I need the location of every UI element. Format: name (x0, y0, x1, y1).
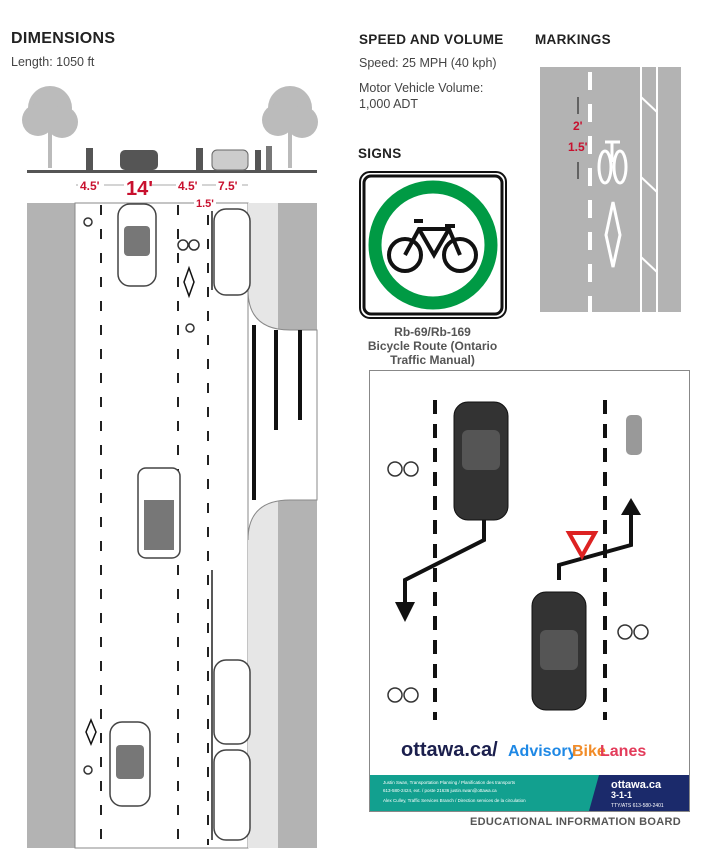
board-tty: TTY/ATS 613-580-2401 (611, 803, 664, 809)
dimensions-title: DIMENSIONS (11, 30, 116, 47)
bicycle-icon (387, 219, 478, 273)
volume-value: 1,000 ADT (359, 97, 419, 111)
marking-gap: 2' (573, 119, 583, 133)
board-url-advisory: Advisory (508, 743, 577, 760)
board-caption: EDUCATIONAL INFORMATION BOARD (470, 816, 681, 828)
sign-caption-line1: Rb-69/Rb-169 (394, 325, 471, 339)
board-url-lanes: Lanes (600, 743, 646, 760)
width-bike-right: 4.5' (178, 179, 198, 193)
board-contact1-phone: 613-580-2424, ext. / poste 21636 justin.… (383, 788, 497, 793)
width-travel: 14' (126, 178, 153, 200)
speed-text: Speed: 25 MPH (40 kph) (359, 56, 497, 70)
width-parking: 7.5' (218, 179, 238, 193)
educational-board: ottawa.ca/ Advisory Bike Lanes Justin Sw… (369, 370, 690, 812)
markings-title: MARKINGS (535, 32, 611, 47)
cross-section (22, 86, 318, 173)
length-text: Length: 1050 ft (11, 55, 95, 69)
buffer-label-backdrop (194, 193, 216, 211)
width-bike-left: 4.5' (80, 179, 100, 193)
sign-caption: Rb-69/Rb-169 Bicycle Route (Ontario Traf… (340, 325, 525, 367)
board-url-bike: Bike (572, 743, 606, 760)
board-contact2: Alex Culley, Traffic Services Branch / D… (383, 798, 526, 803)
speed-title: SPEED AND VOLUME (359, 32, 504, 47)
signs-title: SIGNS (358, 146, 402, 161)
board-url-main: ottawa.ca/ (401, 739, 498, 761)
marking-offset: 1.5' (568, 140, 588, 154)
sign-caption-line2: Bicycle Route (Ontario (367, 339, 498, 353)
bicycle-route-sign (359, 171, 507, 319)
volume-label: Motor Vehicle Volume: (359, 81, 484, 95)
sign-caption-line3: Traffic Manual) (390, 353, 475, 367)
board-contact1: Justin Swan, Transportation Planning / P… (383, 780, 516, 785)
board-brand: ottawa.ca (611, 779, 662, 791)
markings-diagram: 2' 1.5' (540, 67, 681, 312)
street-diagram: 4.5' 14' 4.5' 7.5' (22, 86, 318, 849)
width-buffer: 1.5' (196, 198, 214, 210)
board-311: 3-1-1 (611, 790, 632, 800)
plan-view (27, 202, 318, 849)
